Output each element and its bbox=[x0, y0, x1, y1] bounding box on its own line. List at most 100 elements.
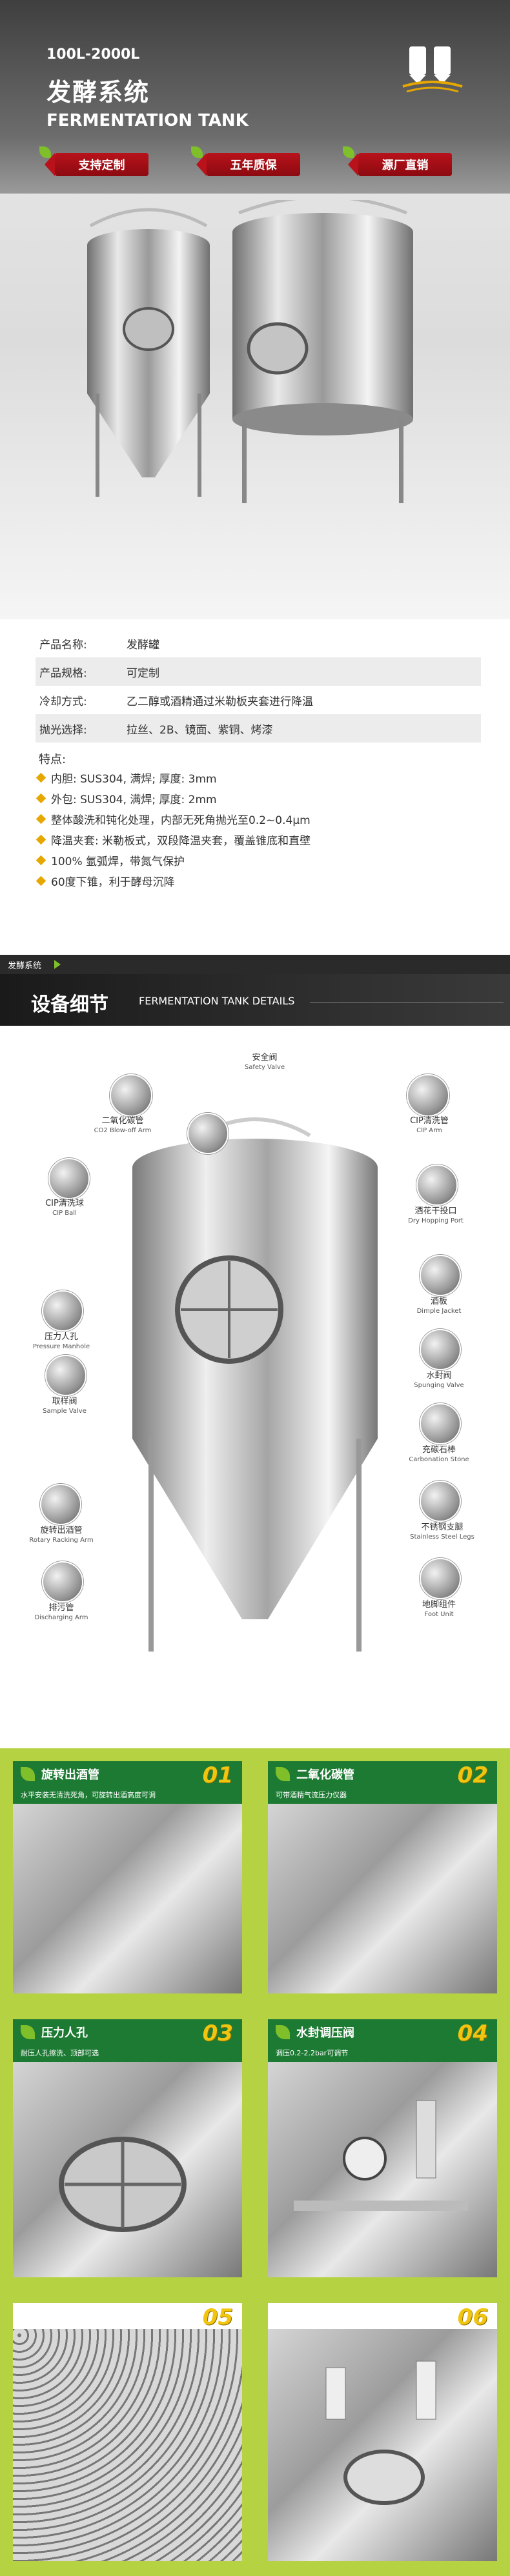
panel-desc: 调压0.2-2.2bar可调节 bbox=[276, 2049, 349, 2057]
hero-section: 100L-2000L 发酵系统 FERMENTATION TANK 支持定制 五… bbox=[0, 0, 510, 619]
safety-valve-thumb bbox=[187, 1113, 229, 1154]
legs-thumb bbox=[420, 1481, 461, 1522]
spec-row: 产品名称: 发酵罐 bbox=[36, 629, 481, 657]
spunding-valve-photo bbox=[268, 2062, 497, 2277]
feature-item: 100% 氩弧焊，带氮气保护 bbox=[36, 852, 185, 868]
panel-desc: 水平安装无清洗死角，可旋转出酒高度可调 bbox=[21, 1791, 156, 1799]
tank-diagram bbox=[132, 1117, 378, 1652]
features-title: 特点: bbox=[39, 753, 66, 766]
carbonation-stone-thumb bbox=[420, 1403, 461, 1444]
spec-value: 发酵罐 bbox=[127, 638, 159, 652]
leaf-icon bbox=[276, 1767, 290, 1781]
spunging-valve-thumb bbox=[420, 1329, 461, 1370]
panel-title: 二氧化碳管 bbox=[296, 1768, 354, 1782]
hero-title-cn: 发酵系统 bbox=[46, 78, 150, 106]
discharge-arm-thumb bbox=[42, 1561, 83, 1603]
diamond-icon bbox=[36, 814, 46, 824]
leaf-icon bbox=[276, 2025, 290, 2039]
panel-03: 压力人孔 03 耐压人孔擦洗、顶部可选 bbox=[13, 2019, 242, 2277]
badge-warranty-label: 五年质保 bbox=[196, 153, 300, 176]
spec-value: 可定制 bbox=[127, 666, 159, 680]
spec-row: 冷却方式: 乙二醇或酒精通过米勒板夹套进行降温 bbox=[36, 686, 481, 714]
section-tag-bar: 发酵系统 bbox=[0, 955, 510, 974]
details-title-bar: 设备细节 FERMENTATION TANK DETAILS bbox=[0, 974, 510, 1026]
spec-value: 拉丝、2B、镜面、紫铜、烤漆 bbox=[127, 723, 273, 737]
leaf-icon bbox=[21, 2025, 35, 2039]
dimple-jacket-thumb bbox=[420, 1255, 461, 1296]
panel-number: 06 bbox=[457, 2304, 488, 2330]
panel-header: 旋转出酒管 bbox=[13, 1761, 242, 1787]
diamond-icon bbox=[36, 793, 46, 804]
panel-header: 压力人孔 bbox=[13, 2019, 242, 2045]
panel-number: 04 bbox=[457, 2021, 488, 2046]
panel-header: 水封调压阀 bbox=[268, 2019, 497, 2045]
spec-key: 产品名称: bbox=[39, 638, 87, 652]
manhole-photo bbox=[13, 2062, 242, 2277]
co2-arm-photo bbox=[268, 1804, 497, 1993]
badge-custom: 支持定制 bbox=[39, 146, 148, 176]
panel-04: 水封调压阀 04 调压0.2-2.2bar可调节 bbox=[268, 2019, 497, 2277]
feature-item: 60度下锥，利于酵母沉降 bbox=[36, 873, 175, 889]
panel-02: 二氧化碳管 02 可带酒精气流压力仪器 bbox=[268, 1761, 497, 1993]
tank-top-photo bbox=[268, 2329, 497, 2561]
diamond-icon bbox=[36, 875, 46, 886]
panel-desc: 耐压人孔擦洗、顶部可选 bbox=[21, 2049, 99, 2057]
spec-key: 产品规格: bbox=[39, 666, 87, 680]
panel-number: 05 bbox=[202, 2304, 233, 2330]
cip-ball-thumb bbox=[48, 1158, 90, 1199]
badge-factory-label: 源厂直销 bbox=[348, 153, 452, 176]
racking-arm-thumb bbox=[40, 1484, 81, 1525]
spec-row: 抛光选择: 拉丝、2B、镜面、紫铜、烤漆 bbox=[36, 714, 481, 743]
arrow-icon bbox=[54, 960, 61, 969]
panel-desc: 可带酒精气流压力仪器 bbox=[276, 1791, 347, 1799]
panel-number: 01 bbox=[202, 1762, 233, 1788]
tank-photo bbox=[65, 195, 452, 561]
co2-arm-thumb bbox=[110, 1074, 152, 1117]
panel-title: 压力人孔 bbox=[41, 2026, 88, 2040]
panel-title: 水封调压阀 bbox=[296, 2026, 354, 2040]
feature-item: 整体酸洗和钝化处理，内部无死角抛光至0.2~0.4μm bbox=[36, 811, 311, 827]
details-title-cn: 设备细节 bbox=[31, 993, 108, 1016]
dimple-jacket-photo bbox=[13, 2329, 242, 2561]
spec-value: 乙二醇或酒精通过米勒板夹套进行降温 bbox=[127, 695, 313, 708]
brewery-logo bbox=[400, 39, 465, 97]
diamond-icon bbox=[36, 855, 46, 866]
panel-06: 06 bbox=[268, 2303, 497, 2561]
panel-number: 02 bbox=[457, 1762, 488, 1788]
diamond-icon bbox=[36, 772, 46, 783]
section-tag: 发酵系统 bbox=[8, 961, 42, 971]
hero-title-en: FERMENTATION TANK bbox=[46, 111, 249, 130]
spec-key: 冷却方式: bbox=[39, 695, 87, 708]
panel-header: 二氧化碳管 bbox=[268, 1761, 497, 1787]
cip-arm-thumb bbox=[407, 1074, 449, 1117]
badge-custom-label: 支持定制 bbox=[45, 153, 148, 176]
feature-item: 内胆: SUS304, 满焊; 厚度: 3mm bbox=[36, 770, 217, 786]
foot-unit-thumb bbox=[420, 1558, 461, 1599]
badge-warranty: 五年质保 bbox=[191, 146, 300, 176]
spec-key: 抛光选择: bbox=[39, 723, 87, 737]
details-title-en: FERMENTATION TANK DETAILS bbox=[139, 995, 295, 1007]
badge-factory: 源厂直销 bbox=[343, 146, 452, 176]
panel-05: 05 bbox=[13, 2303, 242, 2561]
panel-01: 旋转出酒管 01 水平安装无清洗死角，可旋转出酒高度可调 bbox=[13, 1761, 242, 1993]
leaf-icon bbox=[21, 1767, 35, 1781]
manhole-thumb bbox=[42, 1290, 83, 1332]
capacity-text: 100L-2000L bbox=[46, 46, 140, 63]
spec-row: 产品规格: 可定制 bbox=[36, 657, 481, 686]
panel-number: 03 bbox=[202, 2021, 233, 2046]
